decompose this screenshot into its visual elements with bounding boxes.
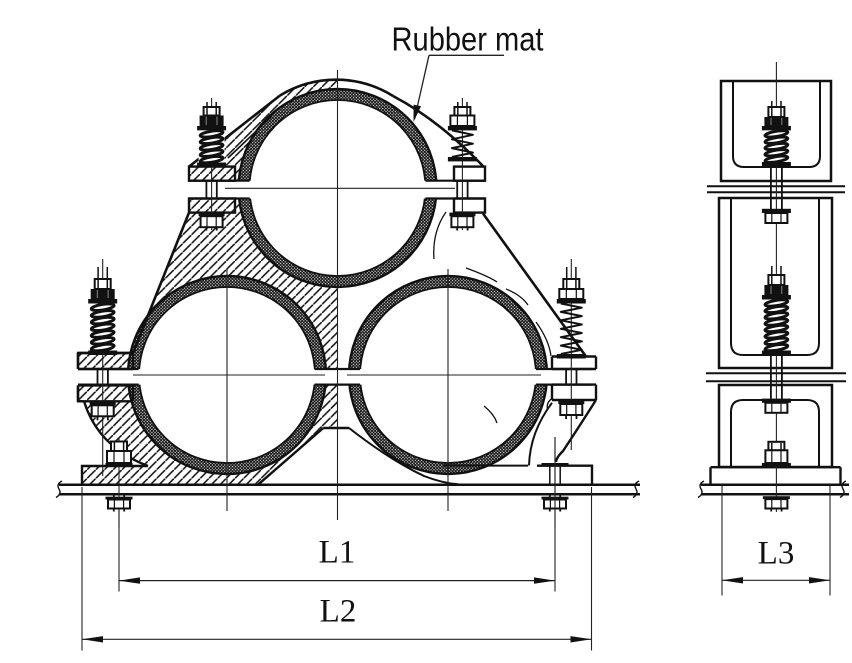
svg-text:L3: L3	[758, 536, 795, 572]
svg-text:Rubber mat: Rubber mat	[392, 21, 544, 58]
svg-text:L1: L1	[319, 535, 356, 571]
svg-text:L2: L2	[320, 594, 357, 630]
